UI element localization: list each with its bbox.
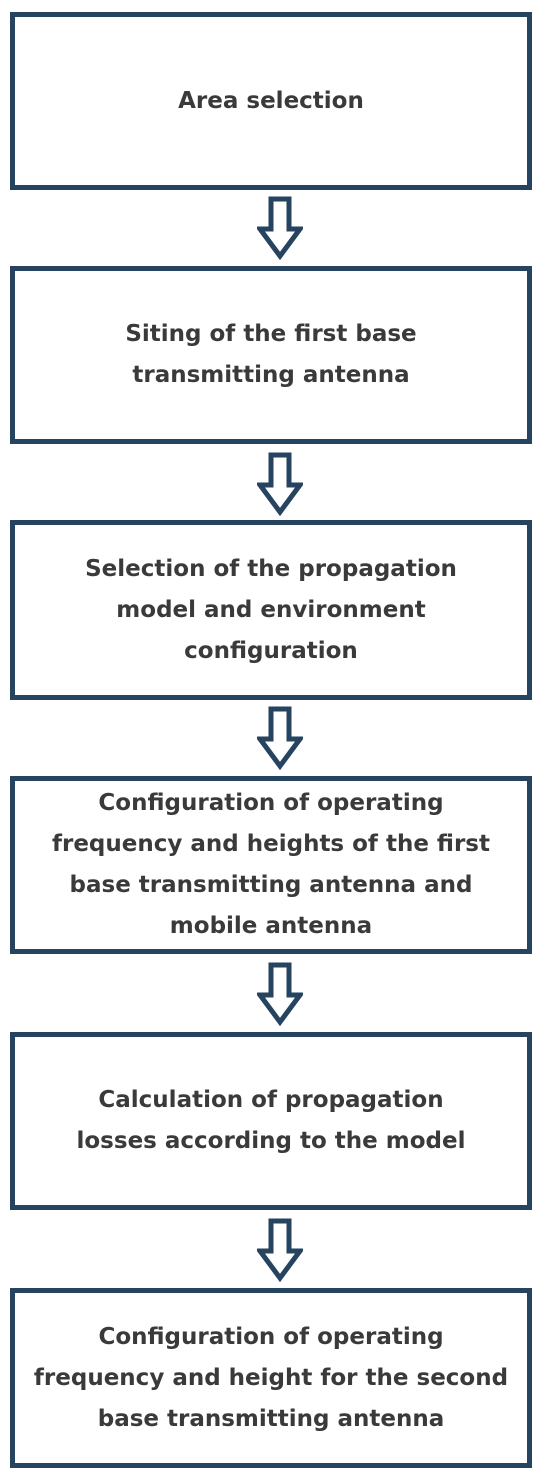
hollow-down-arrow-icon [257,452,303,516]
step-label: Configuration of operating frequency and… [33,1323,509,1432]
step-propagation-model-selection: Selection of the propagation model and e… [10,520,532,700]
step-label: Area selection [178,87,364,114]
step-frequency-heights-configuration: Configuration of operating frequency and… [10,776,532,954]
hollow-down-arrow-icon [257,706,303,770]
hollow-down-arrow-icon [257,196,303,260]
step-label: Siting of the first base transmitting an… [125,321,417,388]
step-area-selection: Area selection [10,12,532,190]
step-propagation-losses-calculation: Calculation of propagation losses accord… [10,1032,532,1210]
hollow-down-arrow-icon [257,962,303,1026]
step-label: Calculation of propagation losses accord… [76,1087,466,1154]
step-second-antenna-configuration: Configuration of operating frequency and… [10,1288,532,1468]
step-label: Configuration of operating frequency and… [51,790,490,939]
step-first-antenna-siting: Siting of the first base transmitting an… [10,266,532,444]
step-label: Selection of the propagation model and e… [85,555,457,664]
hollow-down-arrow-icon [257,1218,303,1282]
